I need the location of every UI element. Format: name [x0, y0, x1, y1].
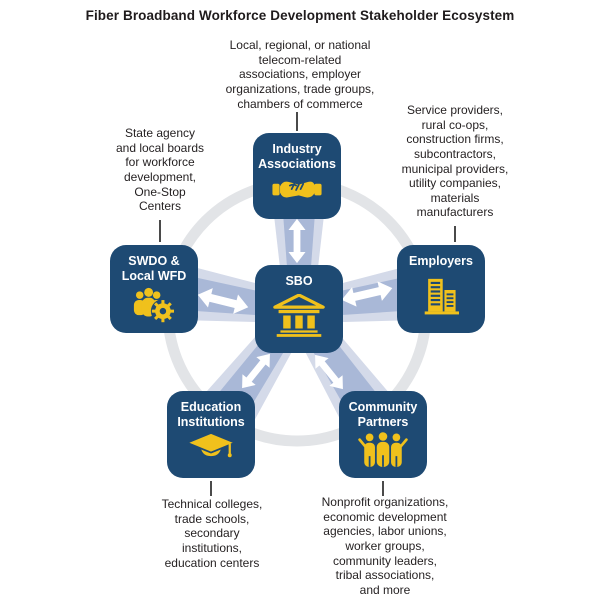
- node-label: SBO: [285, 274, 313, 288]
- handshake-icon: [272, 172, 322, 210]
- description-employers: Service providers, rural co-ops, constru…: [401, 103, 509, 220]
- node-employers: Employers: [397, 245, 485, 333]
- people-gear-icon: [129, 284, 179, 324]
- bank-icon: [273, 289, 325, 343]
- description-industry-associations: Local, regional, or national telecom-rel…: [225, 38, 375, 111]
- node-education-institutions: Education Institutions: [167, 391, 255, 478]
- connector-line-community: [382, 481, 384, 496]
- connector-line-swdo: [159, 220, 161, 242]
- description-education-institutions: Technical colleges, trade schools, secon…: [161, 497, 263, 570]
- buildings-icon: [417, 269, 465, 323]
- node-label: Education Institutions: [177, 400, 245, 429]
- people-group-icon: [358, 430, 408, 469]
- connector-line-employers: [454, 226, 456, 242]
- node-sbo-center: SBO: [255, 265, 343, 353]
- description-community-partners: Nonprofit organizations, economic develo…: [321, 495, 449, 597]
- connector-line-education: [210, 481, 212, 496]
- description-swdo-local-wfd: State agency and local boards for workfo…: [115, 126, 205, 214]
- node-industry-associations: Industry Associations: [253, 133, 341, 219]
- node-swdo-local-wfd: SWDO & Local WFD: [110, 245, 198, 333]
- node-label: SWDO & Local WFD: [121, 254, 187, 283]
- node-community-partners: Community Partners: [339, 391, 427, 478]
- node-label: Employers: [409, 254, 473, 268]
- graduation-cap-icon: [186, 430, 236, 469]
- connector-line-industry: [296, 112, 298, 131]
- page-title: Fiber Broadband Workforce Development St…: [85, 8, 515, 23]
- node-label: Community Partners: [348, 400, 418, 429]
- node-label: Industry Associations: [258, 142, 336, 171]
